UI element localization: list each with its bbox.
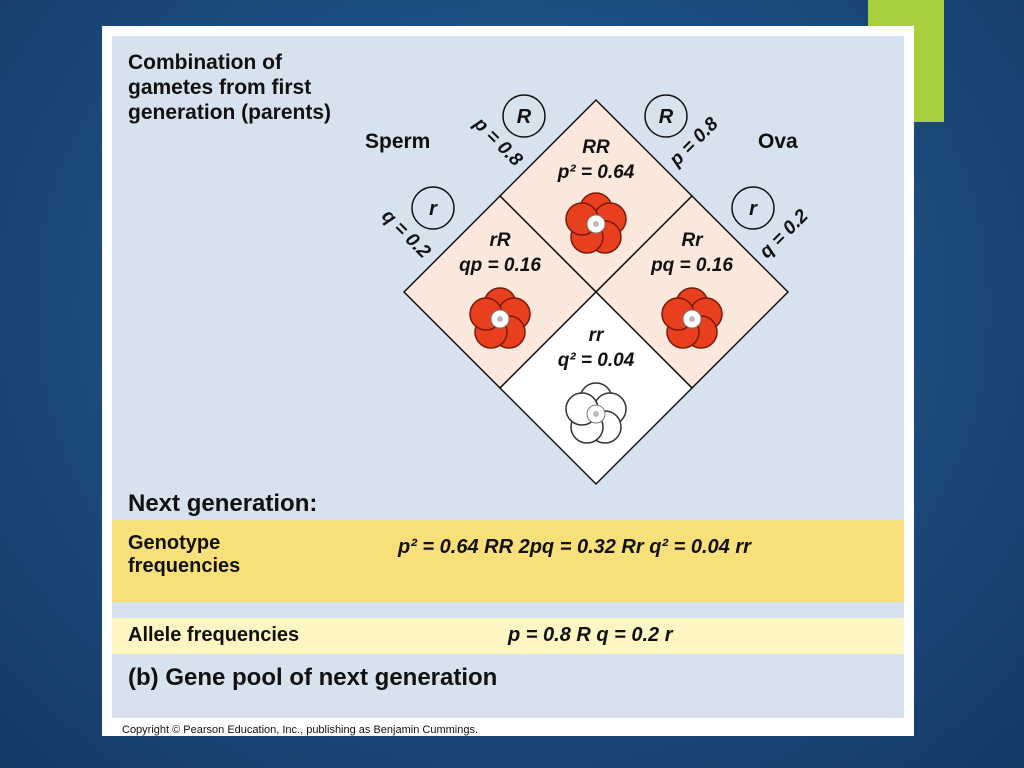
hardy-weinberg-figure: Combination of gametes from first genera… <box>112 36 904 736</box>
sperm-freq-q: q = 0.2 <box>377 206 434 263</box>
cell-Rr-expr: pq = 0.16 <box>650 255 733 276</box>
cell-rr-genotype: rr <box>589 325 605 346</box>
red-flower-icon <box>565 192 627 254</box>
ova-label: Ova <box>758 130 798 153</box>
cell-rr-expr: q² = 0.04 <box>558 350 635 371</box>
allele-frequencies-band: Allele frequencies p = 0.8 R q = 0.2 r <box>112 618 904 654</box>
cell-Rr-genotype: Rr <box>681 230 704 251</box>
ova-allele-r: r <box>749 198 758 220</box>
cell-RR-genotype: RR <box>582 137 610 158</box>
genotype-values: p² = 0.64 RR 2pq = 0.32 Rr q² = 0.04 rr <box>398 536 751 558</box>
figure-caption: (b) Gene pool of next generation <box>128 664 498 691</box>
ova-freq-q: q = 0.2 <box>756 205 813 262</box>
sperm-label: Sperm <box>365 130 430 153</box>
cell-rR-genotype: rR <box>489 230 510 251</box>
figure-panel: Combination of gametes from first genera… <box>102 26 914 736</box>
genotype-frequencies-band: Genotype frequencies p² = 0.64 RR 2pq = … <box>112 520 904 602</box>
ova-allele-circle-r <box>731 186 775 230</box>
sperm-allele-circle-r <box>411 186 455 230</box>
sperm-allele-R: R <box>517 106 532 128</box>
cell-RR-expr: p² = 0.64 <box>557 162 635 183</box>
copyright-notice: Copyright © Pearson Education, Inc., pub… <box>122 724 479 736</box>
intro-label: Combination of gametes from first genera… <box>128 51 332 124</box>
sperm-allele-r: r <box>429 198 438 220</box>
ova-allele-R: R <box>659 106 674 128</box>
genotype-label: Genotype frequencies <box>128 532 241 577</box>
sperm-allele-circle-R <box>502 94 546 138</box>
cell-rR-expr: qp = 0.16 <box>459 255 541 276</box>
allele-values: p = 0.8 R q = 0.2 r <box>508 624 673 646</box>
punnett-diamond: Sperm Ova R p = 0.8 r q = 0.2 R p = 0.8 … <box>365 94 813 486</box>
red-flower-icon <box>661 287 723 349</box>
ova-allele-circle-R <box>644 94 688 138</box>
white-flower-icon <box>565 382 627 444</box>
allele-label: Allele frequencies <box>128 624 300 646</box>
ova-freq-p: p = 0.8 <box>665 113 723 171</box>
red-flower-icon <box>469 287 531 349</box>
next-generation-heading: Next generation: <box>128 490 318 517</box>
